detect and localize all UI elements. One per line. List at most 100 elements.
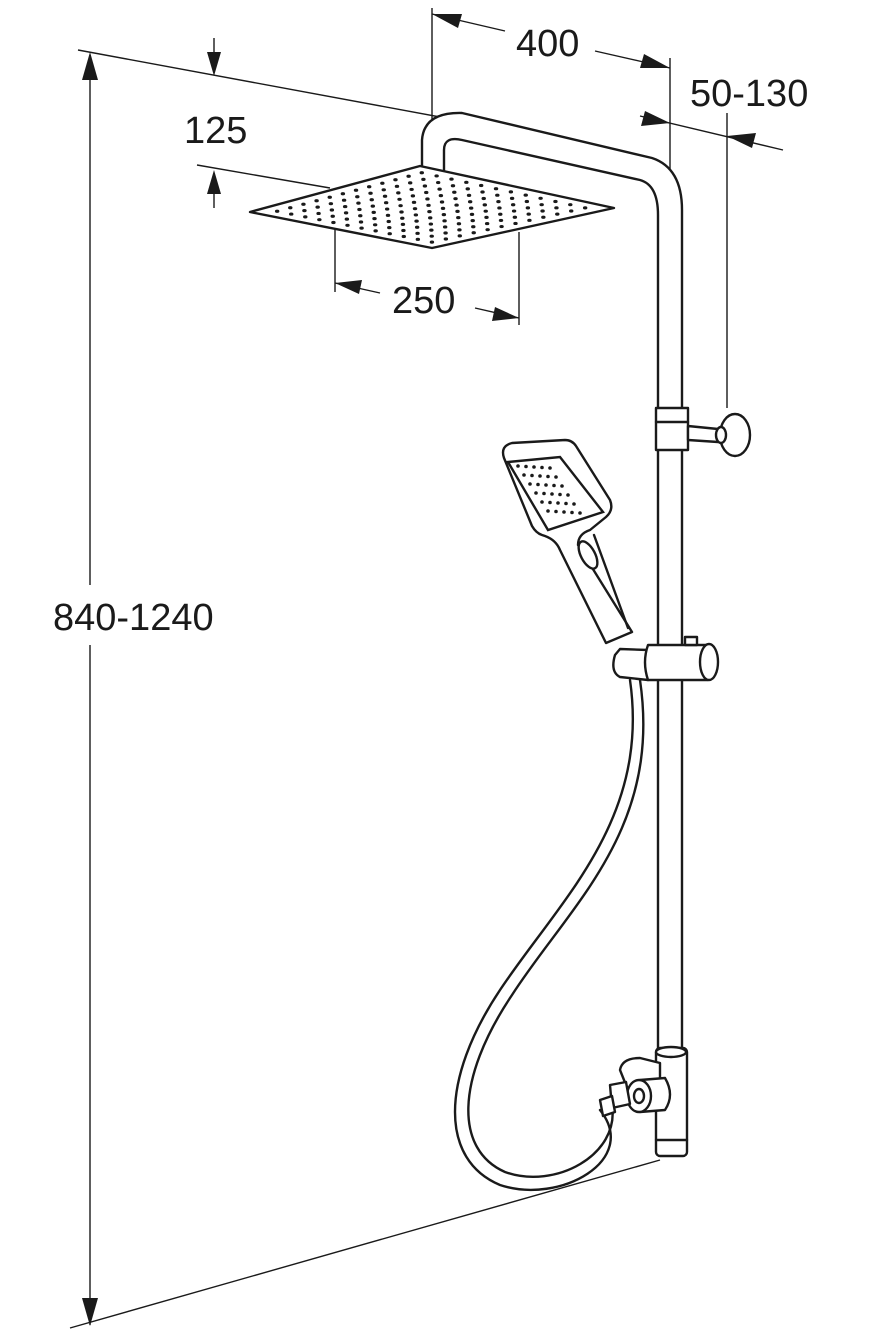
nozzle-dot [496,200,501,204]
wall-bracket [654,406,752,458]
nozzle-dot [516,464,520,468]
nozzle-dot [568,203,573,207]
nozzle-dot [509,196,515,200]
nozzle-dot [456,222,462,226]
nozzle-dot [546,474,550,479]
nozzle-dot [464,180,469,184]
nozzle-dot [356,201,361,205]
nozzle-dot [419,171,424,175]
nozzle-dot [317,218,322,222]
nozzle-dot [372,217,377,221]
nozzle-dot [393,178,398,182]
nozzle-dot [572,502,576,506]
nozzle-dot [413,213,419,217]
wall-distance-dimension: 50-130 [639,73,808,408]
arm-length-label: 400 [516,23,579,65]
nozzle-dot [385,213,391,217]
nozzle-dot [453,197,458,201]
nozzle-dot [566,493,570,497]
nozzle-dot [371,210,376,215]
nozzle-dot [552,483,556,488]
nozzle-dot [316,211,321,216]
slider-holder [612,635,720,682]
nozzle-dot [343,211,349,215]
nozzle-dot [369,198,374,202]
nozzle-dot [372,223,378,227]
nozzle-dot [412,207,418,211]
nozzle-dot [288,206,293,210]
nozzle-dot [569,209,574,213]
nozzle-dot [396,191,401,195]
nozzle-dot [468,206,474,210]
nozzle-dot [530,473,534,478]
nozzle-dot [428,222,434,226]
nozzle-dot [539,203,544,207]
nozzle-dot [429,234,434,238]
nozzle-dot [366,185,372,189]
nozzle-dot [454,203,459,207]
nozzle-dot [536,482,540,487]
nozzle-dot [380,181,385,185]
nozzle-dot [429,240,435,244]
nozzle-dot [498,212,503,216]
nozzle-dot [513,221,518,226]
nozzle-dot [457,234,462,238]
nozzle-dot [548,500,552,505]
nozzle-dot [484,215,489,220]
nozzle-dot [560,484,564,488]
nozzle-dot [562,510,566,514]
nozzle-dot [443,237,449,241]
nozzle-dot [471,231,476,235]
nozzle-dot [422,184,428,188]
nozzle-dot [327,195,332,199]
head-height-dimension: 125 [184,38,331,208]
nozzle-dot [399,210,404,214]
nozzle-dot [328,202,334,206]
nozzle-dot [397,197,402,201]
nozzle-dot [382,194,388,198]
nozzle-dot [315,205,320,209]
nozzle-dot [456,216,461,220]
nozzle-dot [449,177,454,181]
nozzle-dot [484,221,490,226]
nozzle-dot [301,202,306,206]
nozzle-dot [554,475,558,479]
nozzle-dot [478,183,484,188]
nozzle-dot [428,216,433,220]
nozzle-dot [425,197,430,201]
nozzle-dot [400,216,405,220]
nozzle-dot [398,204,403,208]
nozzle-dot [357,207,362,212]
height-label: 840-1240 [53,597,214,639]
nozzle-dot [470,218,475,223]
nozzle-dot [480,190,485,194]
wall-distance-label: 50-130 [690,73,808,115]
nozzle-dot [411,200,417,204]
arm-length-dimension: 400 [431,8,671,215]
nozzle-dot [499,224,504,229]
nozzle-dot [442,219,447,223]
nozzle-dot [383,201,389,205]
nozzle-dot [289,212,294,216]
nozzle-dot [368,191,373,195]
nozzle-dot [345,223,350,227]
nozzle-dot [421,177,426,181]
nozzle-dot [373,229,378,233]
nozzle-dot [525,206,531,210]
nozzle-dot [508,190,514,194]
nozzle-dot [440,206,446,210]
nozzle-dot [438,193,444,198]
nozzle-dot [555,212,560,216]
nozzle-dot [554,206,559,210]
nozzle-dot [401,234,406,239]
nozzle-dot [495,193,500,197]
nozzle-dot [512,215,518,219]
nozzle-dot [550,492,554,496]
nozzle-dot [482,203,488,207]
nozzle-dot [548,466,552,470]
nozzle-dot [424,190,429,195]
nozzle-dot [527,218,532,222]
nozzle-dot [387,226,392,230]
nozzle-dot [534,491,538,495]
overhead-shower-head [248,164,616,250]
